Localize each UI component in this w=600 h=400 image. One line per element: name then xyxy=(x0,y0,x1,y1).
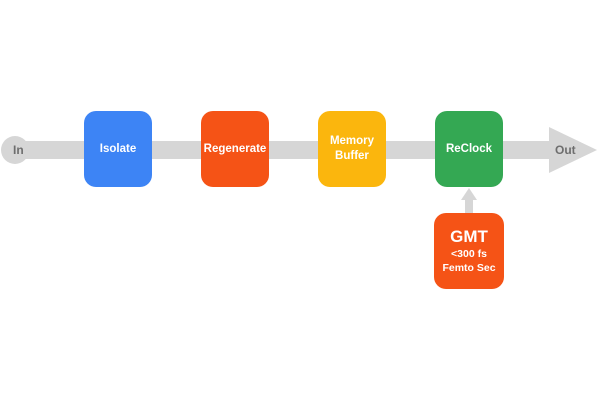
stage-isolate-label: Isolate xyxy=(99,142,137,155)
stage-reclock-label: ReClock xyxy=(445,142,493,155)
stage-regenerate-label: Regenerate xyxy=(203,142,267,155)
stage-memory-buffer-line1: Memory xyxy=(329,135,375,147)
stage-regenerate: Regenerate xyxy=(201,111,269,187)
output-label: Out xyxy=(555,143,576,157)
stage-memory-buffer-line2: Buffer xyxy=(335,150,369,162)
clock-arrowhead xyxy=(461,188,477,200)
stage-isolate: Isolate xyxy=(84,111,152,187)
stage-memory-buffer: Memory Buffer xyxy=(318,111,386,187)
output-arrowhead xyxy=(549,127,597,173)
gmt-clock-source: GMT <300 fs Femto Sec xyxy=(434,213,504,289)
stage-reclock: ReClock xyxy=(435,111,503,187)
clock-arrow-shaft xyxy=(465,198,473,214)
gmt-jitter: <300 fs xyxy=(451,248,487,260)
gmt-title: GMT xyxy=(450,227,488,246)
gmt-unit: Femto Sec xyxy=(442,262,496,274)
input-label: In xyxy=(13,143,24,157)
